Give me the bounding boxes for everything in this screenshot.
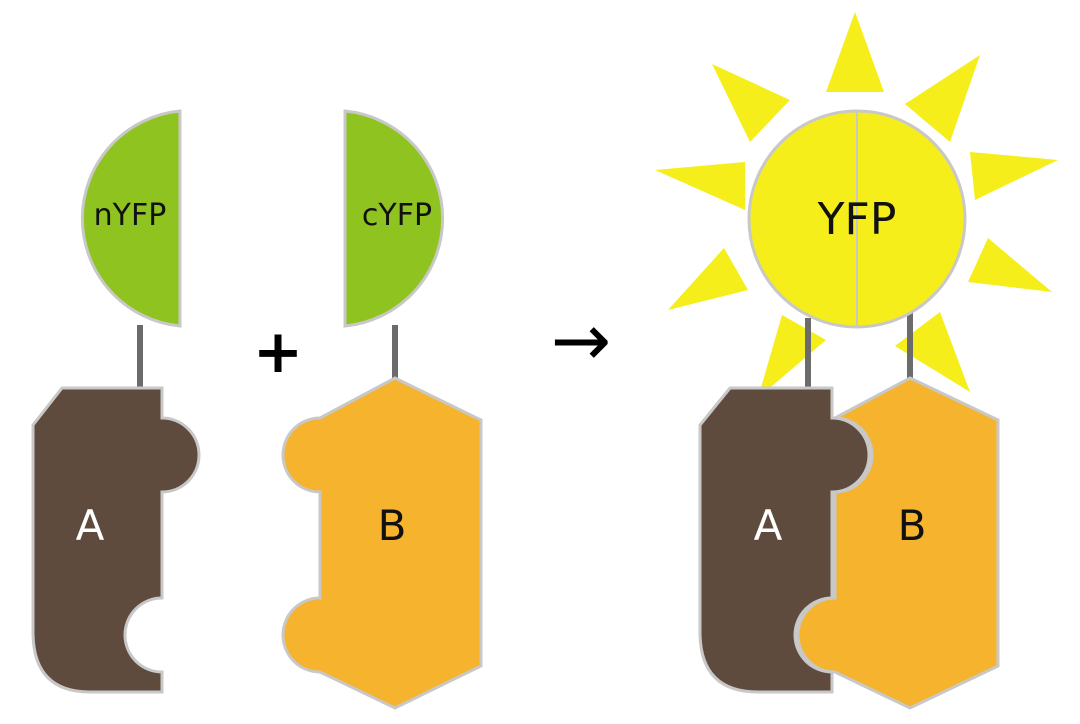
ray	[655, 162, 745, 210]
ray	[895, 312, 970, 392]
reaction-arrow: →	[551, 298, 611, 382]
protein-b-shape	[281, 376, 483, 710]
ray	[968, 238, 1052, 292]
nyfp-fragment	[80, 109, 182, 328]
yfp-label: YFP	[817, 194, 897, 245]
protein-a-shape	[31, 386, 201, 694]
protein-a-label: A	[76, 501, 105, 550]
cyfp-label: cYFP	[362, 198, 432, 233]
ray	[668, 248, 748, 310]
ray	[758, 315, 826, 398]
protein-b-label: B	[378, 501, 407, 550]
complex-protein-b-shape	[796, 376, 1000, 710]
complex-protein-a-shape	[698, 386, 871, 694]
ray	[905, 55, 980, 142]
complex-protein-b-label: B	[898, 501, 927, 550]
left-n-construct: nYFP A	[31, 109, 201, 694]
cyfp-fragment	[343, 109, 445, 328]
plus-sign: +	[253, 317, 303, 387]
ray	[712, 64, 790, 142]
ray	[826, 12, 884, 92]
left-c-construct: cYFP B	[281, 109, 483, 710]
ray	[970, 152, 1058, 200]
right-complex: YFP A B	[655, 12, 1058, 710]
complex-protein-a-label: A	[754, 501, 783, 550]
nyfp-label: nYFP	[94, 198, 167, 233]
